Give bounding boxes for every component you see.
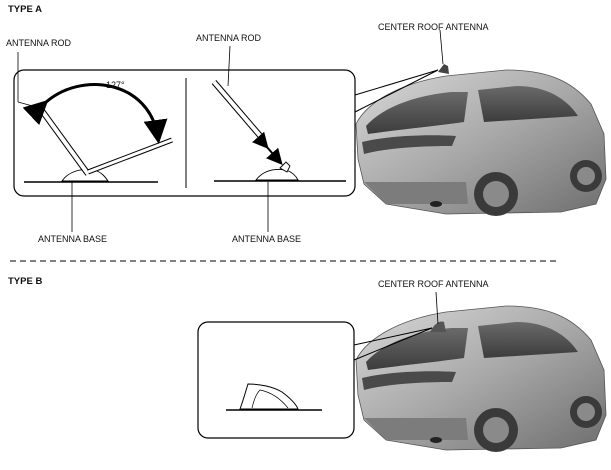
- type-b-detail-box: [197, 321, 355, 439]
- left-antenna-base-label: ANTENNA BASE: [38, 234, 108, 244]
- type-a-car-illustration: [355, 69, 607, 217]
- type-b-leader-roof: [435, 291, 439, 325]
- rotation-angle-label: 127°: [106, 80, 125, 90]
- type-b-center-roof-antenna-label: CENTER ROOF ANTENNA: [378, 279, 489, 289]
- type-a-roof-antenna-nub: [438, 64, 449, 74]
- type-b-callout-pointer: [353, 327, 433, 361]
- type-a-center-roof-antenna-label: CENTER ROOF ANTENNA: [378, 22, 489, 32]
- removal-direction-arrow: [252, 131, 283, 166]
- left-antenna-rod-label: ANTENNA ROD: [6, 38, 72, 48]
- type-b-heading: TYPE B: [8, 276, 43, 287]
- right-antenna-rod-label: ANTENNA ROD: [196, 33, 262, 43]
- right-leader-rod: [227, 45, 231, 87]
- type-b-car-illustration: [355, 305, 607, 453]
- shark-fin-inner-line: [251, 389, 289, 409]
- type-a-heading: TYPE A: [8, 4, 42, 15]
- left-leader-rod-h: [17, 101, 41, 109]
- right-antenna-rod-detached: [211, 80, 265, 140]
- right-antenna-stub: [279, 161, 291, 173]
- type-a-callout-pointer: [354, 69, 439, 113]
- right-antenna-base-label: ANTENNA BASE: [232, 234, 302, 244]
- type-b-roof-antenna-fin: [430, 321, 446, 332]
- rotation-angle-arrow: [22, 83, 168, 144]
- type-a-leader-roof: [439, 29, 444, 65]
- left-antenna-rod-folded: [87, 137, 173, 175]
